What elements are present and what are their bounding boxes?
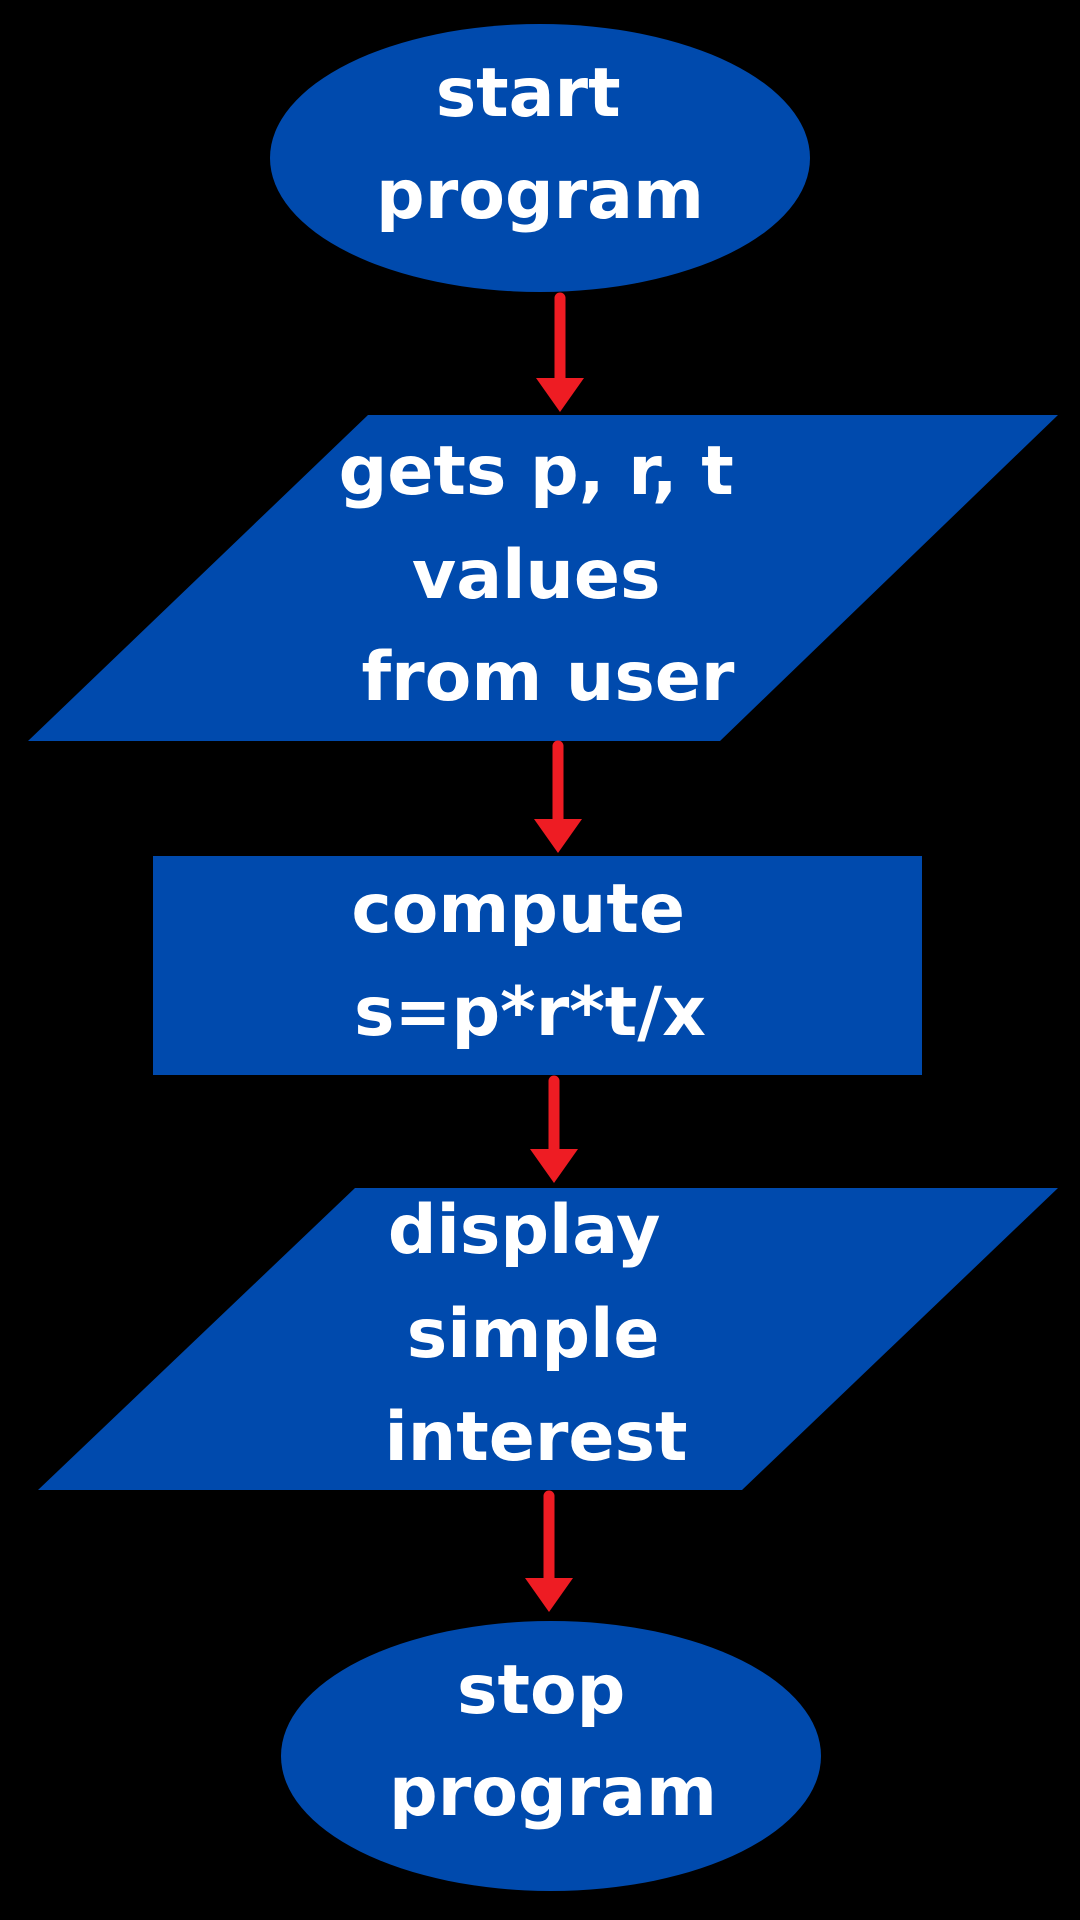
start-node-label: start program (376, 54, 704, 235)
stop-node-shape (281, 1621, 821, 1891)
arrow-start-to-input (536, 292, 584, 412)
start-node: start program (270, 24, 810, 292)
arrow-output-to-stop (525, 1490, 573, 1612)
output-node-label: display simple interest (385, 1191, 688, 1477)
stop-node: stop program (281, 1621, 821, 1891)
process-node-label: compute s=p*r*t/x (351, 870, 708, 1052)
arrow-input-to-process (534, 740, 582, 853)
input-node-shape (28, 415, 1058, 741)
stop-node-label: stop program (389, 1651, 717, 1832)
process-node-shape (153, 856, 922, 1075)
stop-node-line-2: program (389, 1753, 717, 1832)
stop-node-line-1: stop (457, 1651, 625, 1730)
input-node-label: gets p, r, t values from user (339, 432, 758, 717)
output-node-line-2: simple (407, 1295, 660, 1374)
output-node-line-3: interest (385, 1398, 688, 1477)
process-node-line-2: s=p*r*t/x (354, 973, 706, 1052)
output-node-shape (38, 1188, 1058, 1490)
input-node: gets p, r, t values from user (28, 415, 1058, 741)
input-node-line-1: gets p, r, t (339, 432, 734, 511)
input-node-line-2: values (412, 536, 661, 615)
start-node-line-2: program (376, 156, 704, 235)
output-node: display simple interest (38, 1188, 1058, 1490)
input-node-line-3: from user (362, 638, 735, 717)
arrow-process-to-output (530, 1075, 578, 1183)
start-node-line-1: start (436, 54, 621, 133)
output-node-line-1: display (388, 1191, 661, 1270)
process-node-line-1: compute (351, 870, 685, 949)
start-node-shape (270, 24, 810, 292)
process-node: compute s=p*r*t/x (153, 856, 922, 1075)
